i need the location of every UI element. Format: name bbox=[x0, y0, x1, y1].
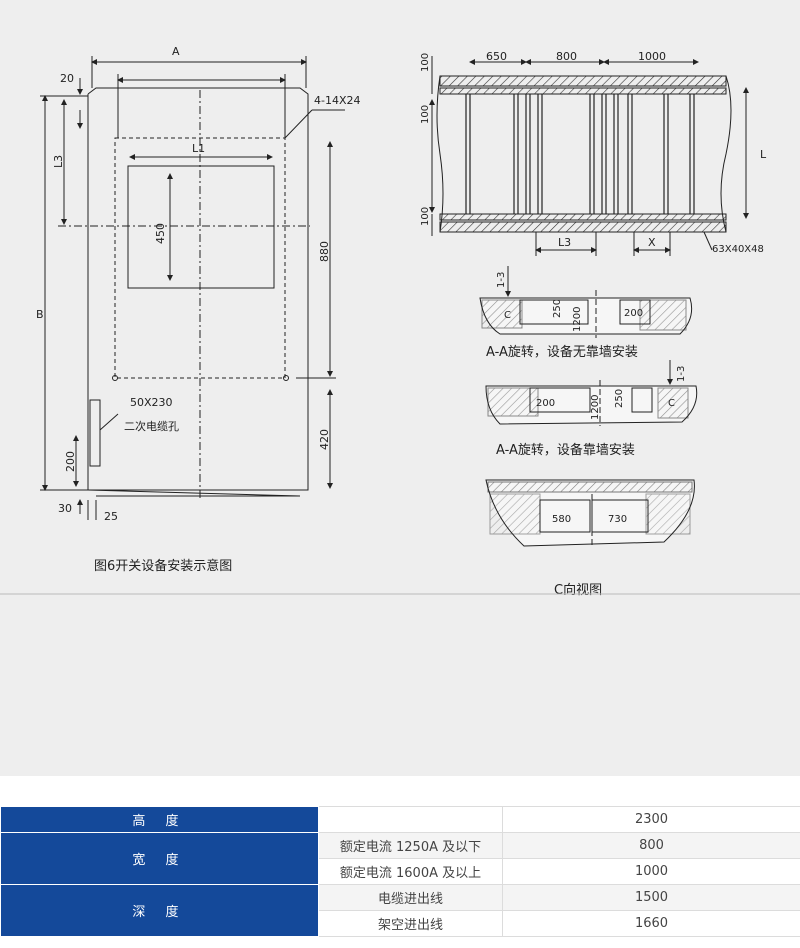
dim-30: 30 bbox=[58, 502, 72, 515]
plan-dim-100-mid: 100 bbox=[420, 105, 431, 124]
plan-dim-L: L bbox=[760, 148, 767, 161]
plan-dim-800: 800 bbox=[556, 50, 577, 63]
main-figure-caption: 图6开关设备安装示意图 bbox=[94, 558, 232, 574]
width-condition-1: 额定电流 1250A 及以下 bbox=[318, 832, 503, 859]
dim-L1: L1 bbox=[192, 142, 205, 155]
sec2-dim-200: 200 bbox=[536, 398, 555, 409]
dim-200: 200 bbox=[64, 451, 77, 472]
plan-dim-650: 650 bbox=[486, 50, 507, 63]
sec1-dim-250: 250 bbox=[552, 299, 563, 318]
dim-25: 25 bbox=[104, 510, 118, 523]
dim-L3: L3 bbox=[52, 155, 65, 168]
plan-dim-X: X bbox=[648, 236, 656, 249]
sec2-C: C bbox=[668, 398, 675, 409]
dim-20: 20 bbox=[60, 72, 74, 85]
height-condition bbox=[318, 806, 503, 833]
section-c-view bbox=[485, 479, 695, 547]
table-row: 高 度 2300 bbox=[0, 806, 800, 833]
dim-420: 420 bbox=[318, 429, 331, 450]
cable-hole-size: 50X230 bbox=[130, 396, 173, 409]
height-value: 2300 bbox=[502, 806, 800, 833]
sec3-caption: C向视图 bbox=[554, 582, 602, 598]
dim-880: 880 bbox=[318, 241, 331, 262]
drawing-panel: A 20 L1 4-14X24 B L3 450 880 420 200 50X… bbox=[0, 0, 800, 776]
depth-condition-1: 电缆进出线 bbox=[318, 884, 503, 911]
sec3-dim-580: 580 bbox=[552, 514, 571, 525]
width-value-2: 1000 bbox=[502, 858, 800, 885]
table-row: 深 度 电缆进出线 1500 bbox=[0, 884, 800, 937]
sec1-caption: A-A旋转，设备无靠墙安装 bbox=[486, 344, 638, 360]
depth-value-1: 1500 bbox=[502, 884, 800, 911]
sec2-caption: A-A旋转，设备靠墙安装 bbox=[496, 442, 635, 458]
plan-view bbox=[429, 56, 749, 256]
plan-dim-1000: 1000 bbox=[638, 50, 666, 63]
width-label: 宽 度 bbox=[0, 832, 319, 885]
plan-dim-100-bottom: 100 bbox=[420, 207, 431, 226]
front-elevation bbox=[40, 56, 345, 520]
holes-label: 4-14X24 bbox=[314, 94, 361, 107]
cable-hole-name: 二次电缆孔 bbox=[124, 419, 179, 433]
installation-drawing: A 20 L1 4-14X24 B L3 450 880 420 200 50X… bbox=[0, 45, 800, 598]
plan-dim-100-top: 100 bbox=[420, 53, 431, 72]
dim-B: B bbox=[36, 308, 44, 321]
sec1-C: C bbox=[504, 310, 511, 321]
sec2-dim-250: 250 bbox=[614, 389, 625, 408]
section-free-standing bbox=[479, 266, 693, 338]
plan-channel-label: 63X40X48 bbox=[712, 244, 764, 255]
sec2-dim-1200: 1200 bbox=[590, 395, 601, 420]
width-value-1: 800 bbox=[502, 832, 800, 859]
width-condition-2: 额定电流 1600A 及以上 bbox=[318, 858, 503, 885]
dim-A: A bbox=[172, 45, 180, 58]
sec3-dim-730: 730 bbox=[608, 514, 627, 525]
height-label: 高 度 bbox=[0, 806, 319, 833]
depth-condition-2: 架空进出线 bbox=[318, 910, 503, 937]
sec2-dim-1-3: 1-3 bbox=[676, 366, 687, 382]
table-row: 架空进出线 1660 bbox=[1, 910, 800, 937]
sec1-dim-1-3: 1-3 bbox=[496, 272, 507, 288]
dimension-spec-table: 高 度 2300 宽 度 额定电流 1250A 及以下 800 额定电流 160… bbox=[0, 806, 800, 937]
dim-450: 450 bbox=[154, 223, 167, 244]
sec1-dim-200: 200 bbox=[624, 308, 643, 319]
table-row: 宽 度 额定电流 1250A 及以下 800 bbox=[0, 832, 800, 885]
plan-dim-L3: L3 bbox=[558, 236, 571, 249]
depth-value-2: 1660 bbox=[502, 910, 800, 937]
sec1-dim-1200: 1200 bbox=[572, 307, 583, 332]
depth-label: 深 度 bbox=[0, 884, 319, 937]
section-wall-mounted bbox=[485, 360, 698, 426]
table-row: 额定电流 1600A 及以上 1000 bbox=[1, 858, 800, 885]
